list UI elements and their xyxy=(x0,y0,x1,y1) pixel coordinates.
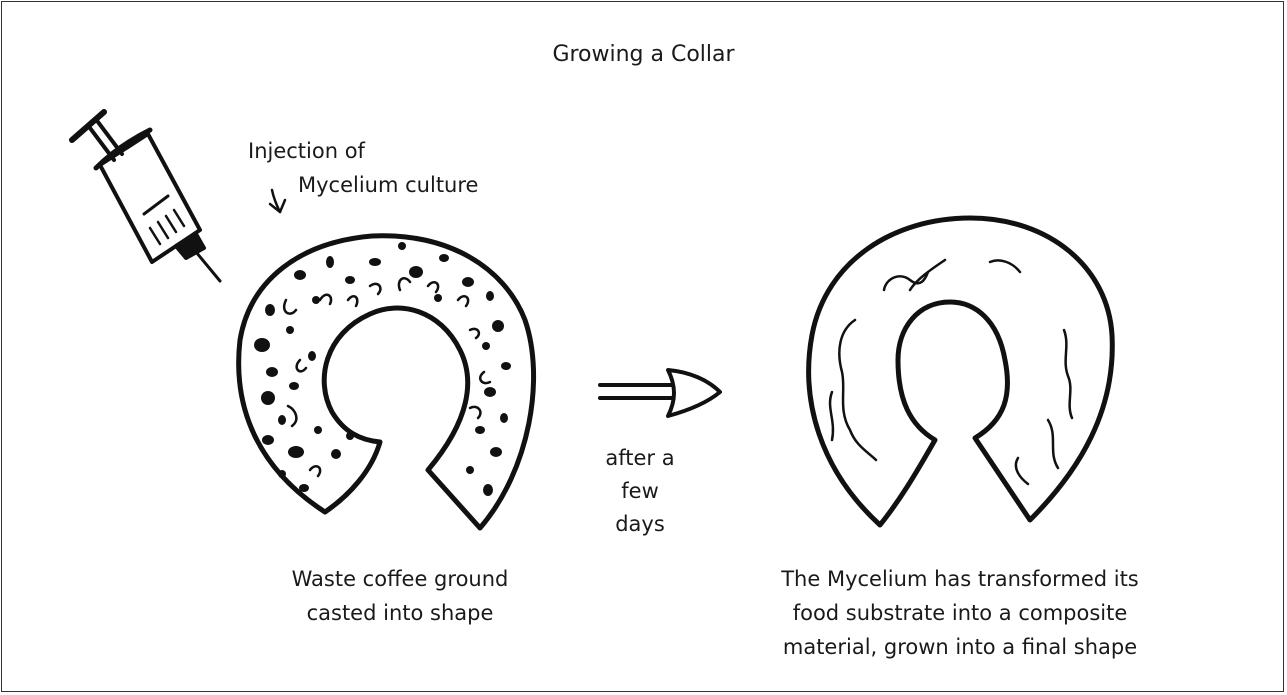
coffee-ground-specks xyxy=(254,242,511,496)
transition-arrow xyxy=(600,370,720,416)
right-collar-shape xyxy=(809,218,1113,525)
injection-pointer-arrow xyxy=(270,190,285,212)
syringe-icon xyxy=(72,112,220,281)
